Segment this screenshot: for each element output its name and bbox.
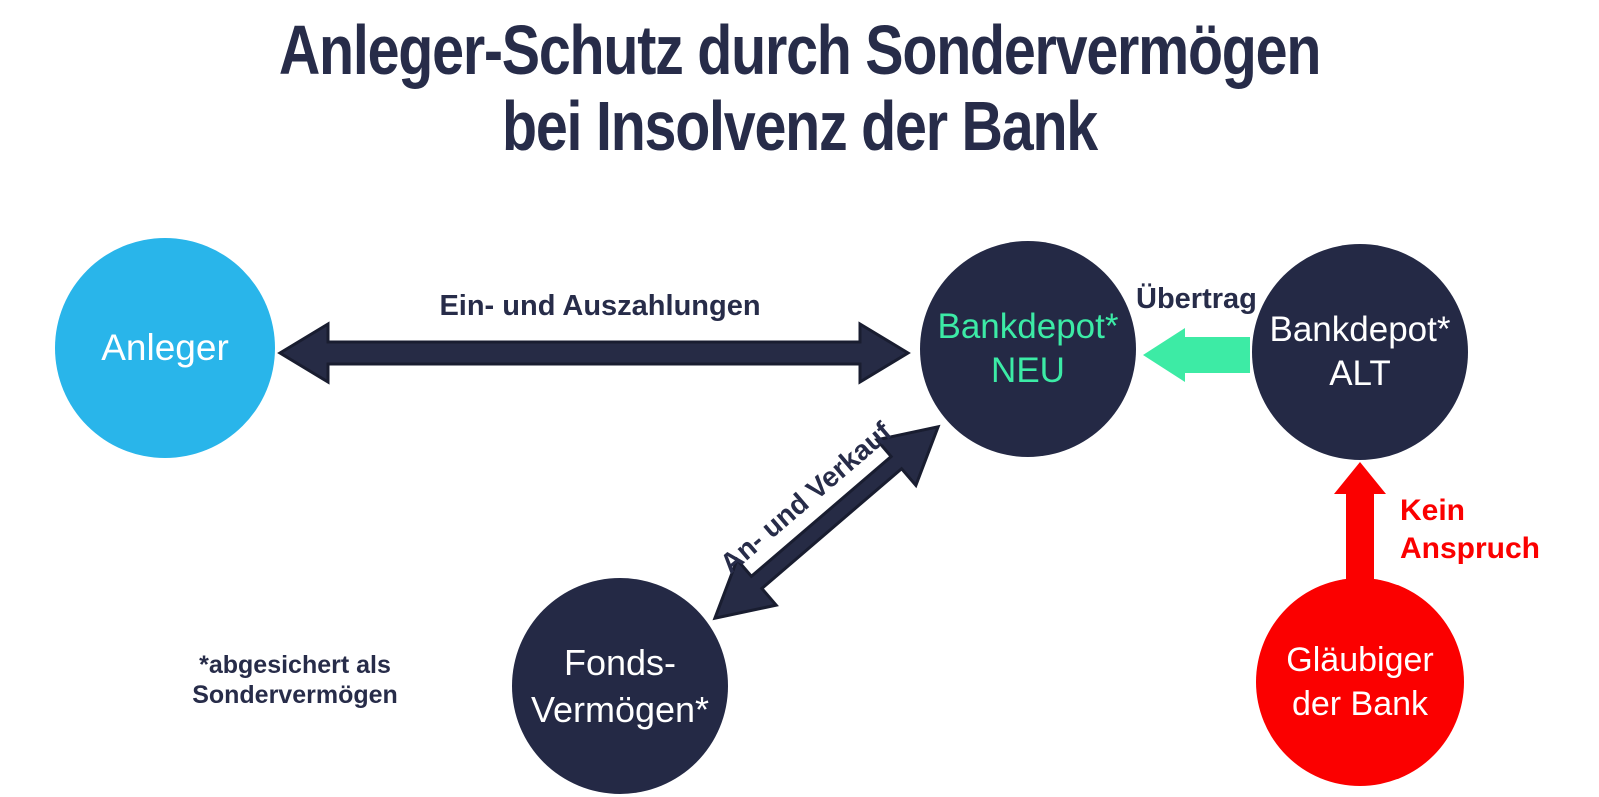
node-fondsvermoegen: Fonds- Vermögen* [512, 578, 728, 794]
no-claim-arrow-icon [1334, 462, 1386, 584]
node-anleger-label: Anleger [101, 327, 229, 368]
node-fondsvermoegen-line-1: Fonds- [563, 642, 677, 683]
footnote-sondervermoegen: *abgesichert als Sondervermögen [170, 650, 420, 710]
node-glaeubiger-der-bank: Gläubiger der Bank [1256, 578, 1464, 786]
buy-sell-double-arrow-icon [712, 424, 941, 621]
kein-anspruch-line-2: Anspruch [1400, 532, 1541, 565]
deposits-withdrawals-double-arrow-icon [277, 321, 911, 385]
node-bankdepot-neu: Bankdepot* NEU [920, 241, 1136, 457]
node-bankdepot-alt-line-2: ALT [1329, 354, 1391, 393]
node-bankdepot-alt-line-1: Bankdepot* [1269, 310, 1451, 349]
transfer-arrow-icon [1143, 328, 1250, 382]
edge-label-ein-und-auszahlungen: Ein- und Auszahlungen [439, 290, 761, 322]
node-glaeubiger-line-1: Gläubiger [1286, 641, 1434, 679]
title-line-2: bei Insolvenz der Bank [502, 87, 1098, 165]
title-line-1: Anleger-Schutz durch Sondervermögen [278, 11, 1322, 89]
diagram-title: Anleger-Schutz durch Sondervermögen bei … [144, 12, 1455, 164]
kein-anspruch-line-1: Kein [1400, 494, 1466, 527]
edge-label-kein-anspruch: Kein Anspruch [1400, 492, 1540, 568]
edge-label-uebertrag: Übertrag [1136, 283, 1257, 315]
node-bankdepot-neu-line-2: NEU [991, 351, 1065, 390]
node-fondsvermoegen-line-2: Vermögen* [530, 689, 710, 730]
node-glaeubiger-line-2: der Bank [1291, 685, 1429, 723]
node-bankdepot-neu-line-1: Bankdepot* [937, 307, 1119, 346]
node-bankdepot-alt: Bankdepot* ALT [1252, 244, 1468, 460]
edge-label-an-und-verkauf: An- und Verkauf [714, 415, 898, 580]
footnote-line-1: *abgesichert als [199, 651, 391, 679]
footnote-line-2: Sondervermögen [192, 681, 398, 709]
node-anleger: Anleger [55, 238, 275, 458]
